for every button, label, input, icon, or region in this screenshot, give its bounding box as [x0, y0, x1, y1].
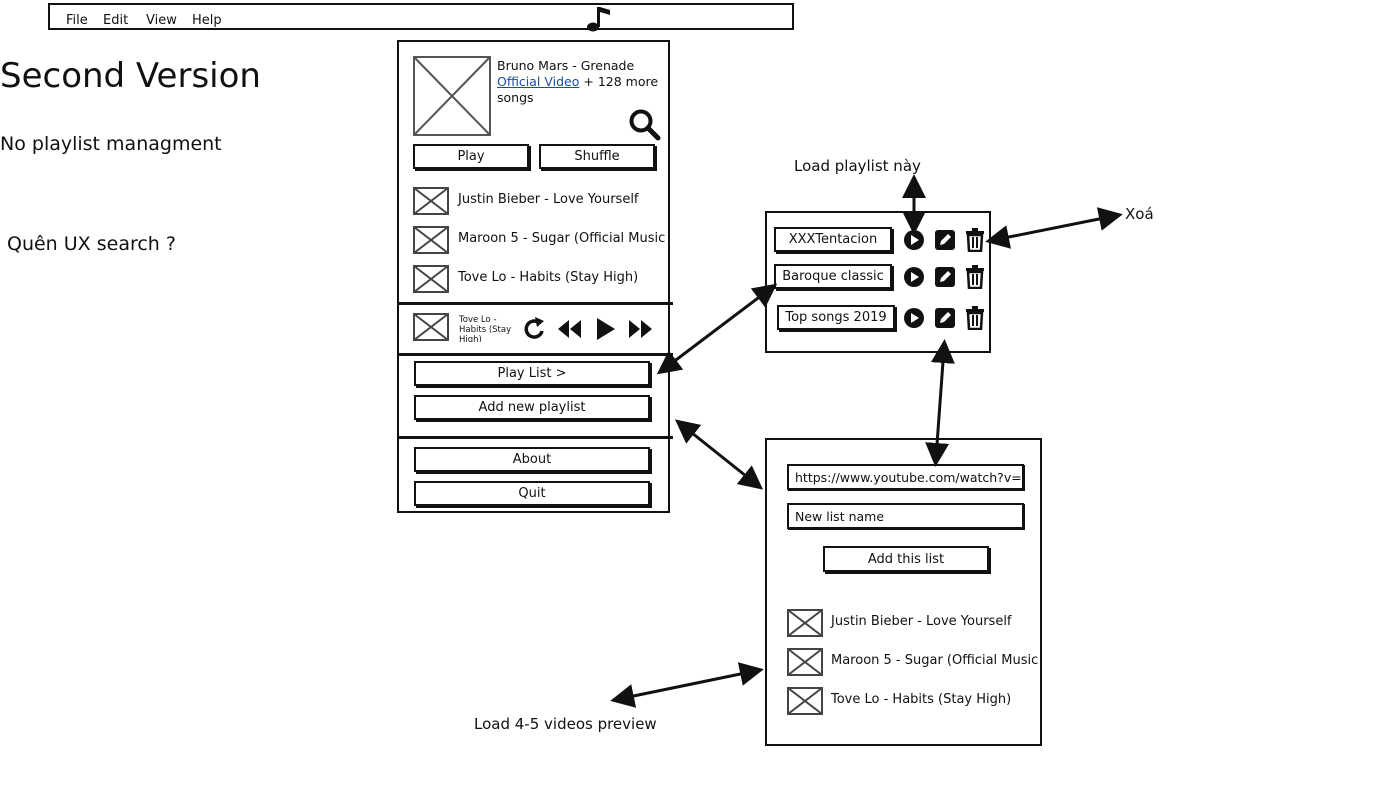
- playlist-name[interactable]: XXXTentacion: [774, 227, 892, 252]
- search-question-note: Quên UX search ?: [7, 233, 176, 255]
- now-playing-details: Official Video + 128 more: [497, 74, 658, 89]
- thumbnail-placeholder: [787, 648, 823, 676]
- list-name-input[interactable]: New list name: [787, 503, 1024, 529]
- song-title: Maroon 5 - Sugar (Official Music: [458, 231, 666, 246]
- thumbnail-placeholder: [413, 226, 449, 254]
- thumbnail-placeholder: [413, 187, 449, 215]
- edit-icon[interactable]: [935, 308, 955, 328]
- thumbnail-placeholder: [787, 609, 823, 637]
- thumbnail-placeholder: [413, 265, 449, 293]
- play-button[interactable]: Play: [413, 144, 529, 169]
- subtitle-note: No playlist managment: [0, 133, 222, 155]
- song-title: Tove Lo - Habits (Stay High): [458, 270, 639, 285]
- search-icon[interactable]: [628, 108, 662, 142]
- rewind-icon[interactable]: [557, 318, 583, 340]
- play-circle-icon[interactable]: [904, 308, 924, 328]
- playlist-button[interactable]: Play List >: [414, 361, 650, 386]
- menu-edit[interactable]: Edit: [103, 13, 129, 28]
- mini-thumbnail-placeholder: [413, 313, 449, 341]
- menu-file[interactable]: File: [66, 13, 88, 28]
- official-video-link[interactable]: Official Video: [497, 74, 580, 89]
- divider: [397, 436, 673, 439]
- url-input[interactable]: https://www.youtube.com/watch?v=tri: [787, 464, 1024, 490]
- play-icon[interactable]: [595, 317, 617, 341]
- mini-player-title: Tove Lo - Habits (Stay High): [459, 315, 512, 342]
- fast-forward-icon[interactable]: [627, 318, 653, 340]
- player-window: Bruno Mars - Grenade Official Video + 12…: [397, 40, 673, 513]
- add-playlist-button[interactable]: Add new playlist: [414, 395, 650, 420]
- edit-icon[interactable]: [935, 267, 955, 287]
- song-title: Tove Lo - Habits (Stay High): [831, 692, 1012, 707]
- arrow-add-playlist: [674, 419, 764, 490]
- now-playing-title: Bruno Mars - Grenade: [497, 58, 635, 73]
- more-songs-text-2: songs: [497, 90, 534, 105]
- song-title: Justin Bieber - Love Yourself: [831, 614, 1012, 629]
- repeat-icon[interactable]: [523, 316, 547, 342]
- divider: [397, 302, 673, 305]
- shuffle-button[interactable]: Shuffle: [539, 144, 655, 169]
- playlist-name[interactable]: Baroque classic: [774, 264, 892, 289]
- trash-icon[interactable]: [965, 228, 985, 252]
- album-art-placeholder: [413, 56, 491, 136]
- arrow-delete: [985, 207, 1123, 249]
- song-title: Justin Bieber - Love Yourself: [458, 192, 639, 207]
- trash-icon[interactable]: [965, 265, 985, 289]
- about-button[interactable]: About: [414, 447, 650, 472]
- arrow-edit-to-panel: [925, 339, 955, 467]
- song-title: Maroon 5 - Sugar (Official Music: [831, 653, 1039, 668]
- play-circle-icon[interactable]: [904, 230, 924, 250]
- menu-help[interactable]: Help: [192, 13, 222, 28]
- quit-button[interactable]: Quit: [414, 481, 650, 506]
- play-circle-icon[interactable]: [904, 267, 924, 287]
- arrow-playlist-button: [656, 283, 778, 375]
- arrow-preview: [610, 662, 764, 708]
- menu-view[interactable]: View: [146, 13, 177, 28]
- divider: [397, 353, 673, 356]
- add-playlist-panel: https://www.youtube.com/watch?v=tri New …: [765, 438, 1042, 746]
- edit-icon[interactable]: [935, 230, 955, 250]
- load-preview-note: Load 4-5 videos preview: [474, 715, 657, 733]
- playlist-name[interactable]: Top songs 2019: [777, 305, 895, 330]
- trash-icon[interactable]: [965, 306, 985, 330]
- more-songs-text: + 128 more: [583, 74, 659, 89]
- music-note-icon: [587, 7, 610, 32]
- thumbnail-placeholder: [787, 687, 823, 715]
- playlists-panel: XXXTentacion Baroque classic Top songs 2…: [765, 211, 991, 353]
- page-title: Second Version: [0, 56, 261, 96]
- menu-bar: File Edit View Help: [48, 3, 794, 32]
- delete-note: Xoá: [1125, 205, 1154, 223]
- load-playlist-note: Load playlist này: [794, 157, 921, 175]
- add-list-button[interactable]: Add this list: [823, 546, 989, 572]
